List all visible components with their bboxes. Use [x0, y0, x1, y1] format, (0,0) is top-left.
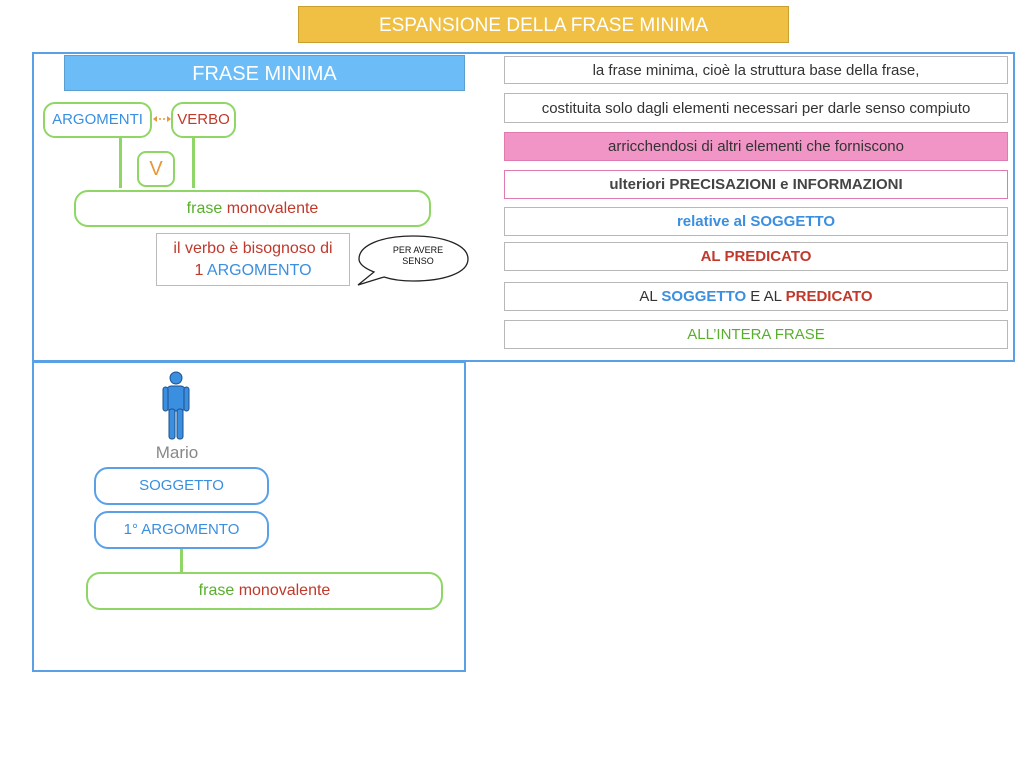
note-num: 1: [194, 262, 204, 279]
note-box: il verbo è bisognoso di 1 ARGOMENTO: [156, 233, 350, 286]
frase-word: frase: [186, 200, 223, 217]
note-line1: il verbo è bisognoso di: [173, 240, 333, 257]
speech-bubble: PER AVERE SENSO: [356, 233, 470, 289]
verbo-label: VERBO: [177, 111, 230, 128]
connector-verbo: [192, 138, 195, 188]
info-row-5: relative al SOGGETTO: [504, 207, 1008, 236]
argomenti-pill: ARGOMENTI: [43, 102, 152, 138]
v-label: V: [149, 158, 163, 180]
bottom-frase-word: frase: [198, 582, 235, 599]
info-row-1: la frase minima, cioè la struttura base …: [504, 56, 1008, 84]
double-arrow-icon: [152, 112, 172, 126]
info-row-8-text: ALL’INTERA FRASE: [687, 326, 825, 343]
info-row-7: AL SOGGETTO E AL PREDICATO: [504, 282, 1008, 311]
person-name: Mario: [155, 443, 199, 462]
frase-minima-header: FRASE MINIMA: [64, 55, 465, 91]
bubble-line1: PER AVERE: [392, 245, 444, 255]
info-row-4-text: ulteriori PRECISAZIONI e INFORMAZIONI: [609, 176, 903, 193]
bubble-line2: SENSO: [402, 256, 434, 266]
soggetto-pill: SOGGETTO: [94, 467, 269, 505]
bottom-panel: [32, 361, 466, 672]
info-row-3-text: arricchendosi di altri elementi che forn…: [608, 138, 904, 155]
info-row-7-c: E AL: [750, 288, 782, 305]
info-row-6: AL PREDICATO: [504, 242, 1008, 271]
info-row-6-text: AL PREDICATO: [700, 248, 812, 265]
page-title: ESPANSIONE DELLA FRASE MINIMA: [298, 6, 789, 43]
note-line2: 1 ARGOMENTO: [157, 260, 349, 282]
info-row-2-text: costituita solo dagli elementi necessari…: [541, 100, 971, 117]
argomento-pill: 1° ARGOMENTO: [94, 511, 269, 549]
person-icon: [162, 371, 190, 441]
v-box: V: [137, 151, 175, 187]
info-row-1-text: la frase minima, cioè la struttura base …: [592, 62, 920, 79]
argomenti-label: ARGOMENTI: [52, 111, 143, 128]
info-row-5-text: relative al SOGGETTO: [676, 213, 836, 230]
connector-argomenti: [119, 138, 122, 188]
soggetto-label: SOGGETTO: [139, 477, 224, 494]
frase-monovalente-bottom: frase monovalente: [86, 572, 443, 610]
bottom-frase-type: monovalente: [238, 582, 331, 599]
info-row-2: costituita solo dagli elementi necessari…: [504, 93, 1008, 123]
info-row-7-a: AL: [639, 288, 658, 305]
info-row-3: arricchendosi di altri elementi che forn…: [504, 132, 1008, 161]
argomento-label: 1° ARGOMENTO: [123, 521, 240, 538]
info-row-7-d: PREDICATO: [785, 288, 873, 305]
frase-monovalente-top: frase monovalente: [74, 190, 431, 227]
verbo-pill: VERBO: [171, 102, 236, 138]
frase-type: monovalente: [226, 200, 319, 217]
info-row-8: ALL’INTERA FRASE: [504, 320, 1008, 349]
top-panel: [32, 52, 1015, 362]
note-arg: ARGOMENTO: [206, 262, 312, 279]
connector-bottom: [180, 549, 183, 573]
info-row-4: ulteriori PRECISAZIONI e INFORMAZIONI: [504, 170, 1008, 199]
info-row-7-b: SOGGETTO: [661, 288, 747, 305]
